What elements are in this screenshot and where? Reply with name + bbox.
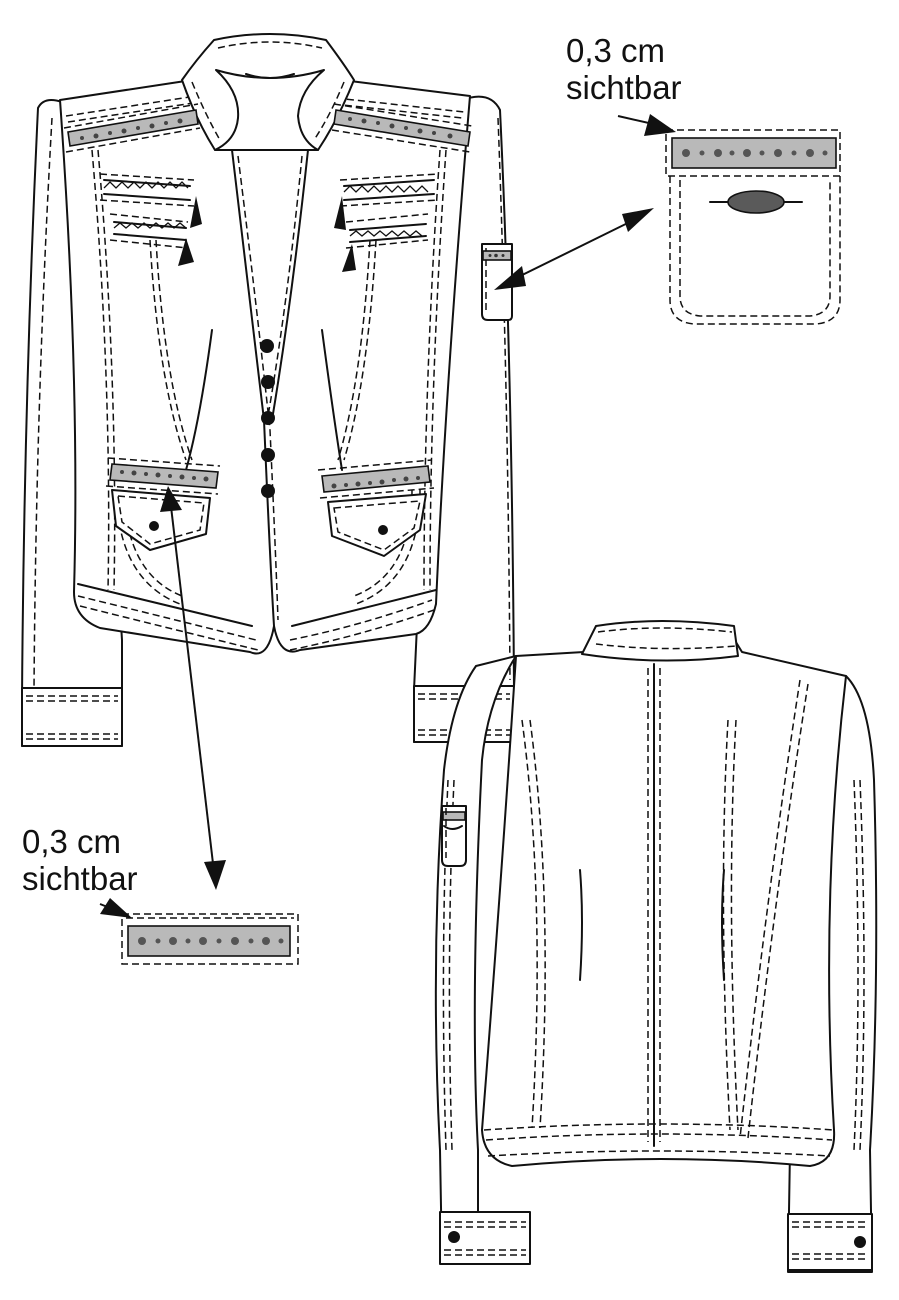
- stand-collar: [181, 33, 355, 151]
- arrowhead-icon: [494, 266, 526, 290]
- front-buttons: [260, 339, 275, 498]
- shoulder-tape-right: [331, 103, 473, 153]
- snap-icon: [149, 521, 159, 531]
- pocket-flap-right: [317, 459, 435, 557]
- jacket-front-view: [21, 33, 515, 747]
- jacket-back-view: [434, 620, 878, 1273]
- button-icon: [261, 411, 275, 425]
- button-icon: [448, 1231, 460, 1243]
- chest-zigzag-right: [334, 173, 439, 272]
- front-body: [59, 79, 471, 655]
- flap-oval-tab: [727, 190, 785, 214]
- callout-measure-text: 0,3 cm: [22, 823, 122, 860]
- button-icon: [854, 1236, 866, 1248]
- shoulder-tape-left: [63, 103, 201, 153]
- button-icon: [261, 375, 275, 389]
- arrowhead-icon: [204, 860, 226, 890]
- callout-label-upper: 0,3 cm sichtbar: [566, 32, 682, 106]
- callout-visible-text: sichtbar: [22, 860, 138, 897]
- callout-visible-text: sichtbar: [566, 69, 682, 106]
- detail-pocket-tape: [617, 114, 841, 325]
- arrowhead-icon: [160, 486, 182, 512]
- snap-icon: [378, 525, 388, 535]
- chest-zigzag-left: [99, 173, 202, 266]
- detail-connector-arrows: [160, 208, 654, 890]
- arrowhead-icon: [622, 208, 654, 232]
- sleeve-pocket: [481, 243, 513, 321]
- button-icon: [261, 448, 275, 462]
- button-icon: [261, 484, 275, 498]
- pocket-flap-left: [105, 457, 221, 551]
- callout-label-lower: 0,3 cm sichtbar: [22, 823, 138, 897]
- detail-flap-tape: [99, 898, 299, 965]
- button-icon: [260, 339, 274, 353]
- callout-measure-text: 0,3 cm: [566, 32, 666, 69]
